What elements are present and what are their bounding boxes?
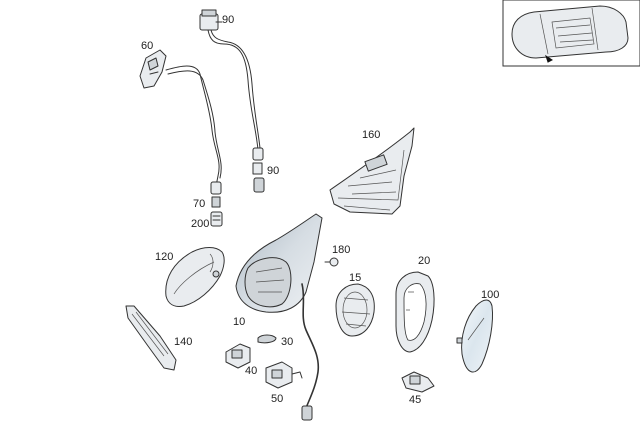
part-180-drawing [324, 257, 339, 267]
label-40: 40 [245, 365, 257, 377]
part-120-drawing [165, 247, 225, 307]
part-10-drawing [235, 213, 323, 421]
label-60: 60 [141, 40, 153, 52]
callout-labels: 90 60 160 90 70 200 180 120 20 15 100 10… [141, 14, 499, 406]
label-45: 45 [409, 394, 421, 406]
label-80: 90 [222, 14, 234, 26]
part-30-drawing [257, 334, 277, 344]
vehicle-locator-inset [502, 0, 640, 67]
part-70-drawing [210, 181, 222, 208]
label-160: 160 [362, 129, 380, 141]
part-160-drawing [329, 127, 415, 215]
mirror-position-marker-icon [545, 54, 553, 63]
part-200-drawing [210, 211, 223, 227]
part-60-drawing [139, 49, 167, 89]
part-50-drawing [265, 361, 303, 389]
label-70: 70 [193, 198, 205, 210]
label-20: 20 [418, 255, 430, 267]
label-180: 180 [332, 244, 350, 256]
label-90: 90 [267, 165, 279, 177]
part-40-drawing [225, 343, 251, 369]
label-120: 120 [155, 251, 173, 263]
part-100-drawing [456, 299, 493, 373]
car-top-view-icon [511, 5, 629, 63]
label-15: 15 [349, 272, 361, 284]
label-140: 140 [174, 336, 192, 348]
part-20-drawing [395, 271, 435, 353]
wiring-harness [165, 29, 261, 187]
label-30: 30 [281, 336, 293, 348]
label-10: 10 [233, 316, 245, 328]
label-100: 100 [481, 289, 499, 301]
part-90-drawing [252, 147, 265, 193]
label-50: 50 [271, 393, 283, 405]
part-45-drawing [401, 371, 435, 393]
part-140-drawing [125, 305, 177, 371]
part-80-drawing [199, 9, 223, 31]
label-200: 200 [191, 218, 209, 230]
part-15-drawing [335, 283, 375, 337]
